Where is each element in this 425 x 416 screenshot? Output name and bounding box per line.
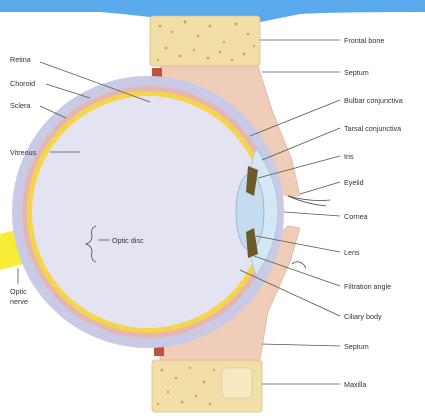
frontal-bone bbox=[150, 16, 260, 66]
label-retina: Retina bbox=[10, 55, 31, 64]
lower-eyelash bbox=[292, 262, 306, 268]
label-eyelid: Eyelid bbox=[344, 178, 364, 187]
label-septum-top: Septum bbox=[344, 68, 369, 77]
label-filtration-angle: Filtration angle bbox=[344, 282, 391, 291]
label-maxilla: Maxilla bbox=[344, 380, 366, 389]
label-iris: Iris bbox=[344, 152, 354, 161]
label-optic-nerve-line1: Optic bbox=[10, 287, 27, 296]
maxilla-bone bbox=[152, 360, 262, 412]
label-sclera: Sclera bbox=[10, 101, 30, 110]
label-tarsal-conjunctiva: Tarsal conjunctiva bbox=[344, 124, 401, 133]
label-cornea: Cornea bbox=[344, 212, 368, 221]
label-optic-disc: Optic disc bbox=[112, 236, 144, 245]
label-frontal-bone: Frontal bone bbox=[344, 36, 384, 45]
label-bulbar-conjunctiva: Bulbar conjunctiva bbox=[344, 96, 403, 105]
label-ciliary-body: Ciliary body bbox=[344, 312, 382, 321]
label-choroid: Choroid bbox=[10, 79, 35, 88]
label-septum-bottom: Septum bbox=[344, 342, 369, 351]
label-optic-nerve-line2: nerve bbox=[10, 297, 28, 306]
label-vitreous: Vitreous bbox=[10, 148, 37, 157]
label-lens: Lens bbox=[344, 248, 360, 257]
vitreous bbox=[32, 96, 264, 328]
